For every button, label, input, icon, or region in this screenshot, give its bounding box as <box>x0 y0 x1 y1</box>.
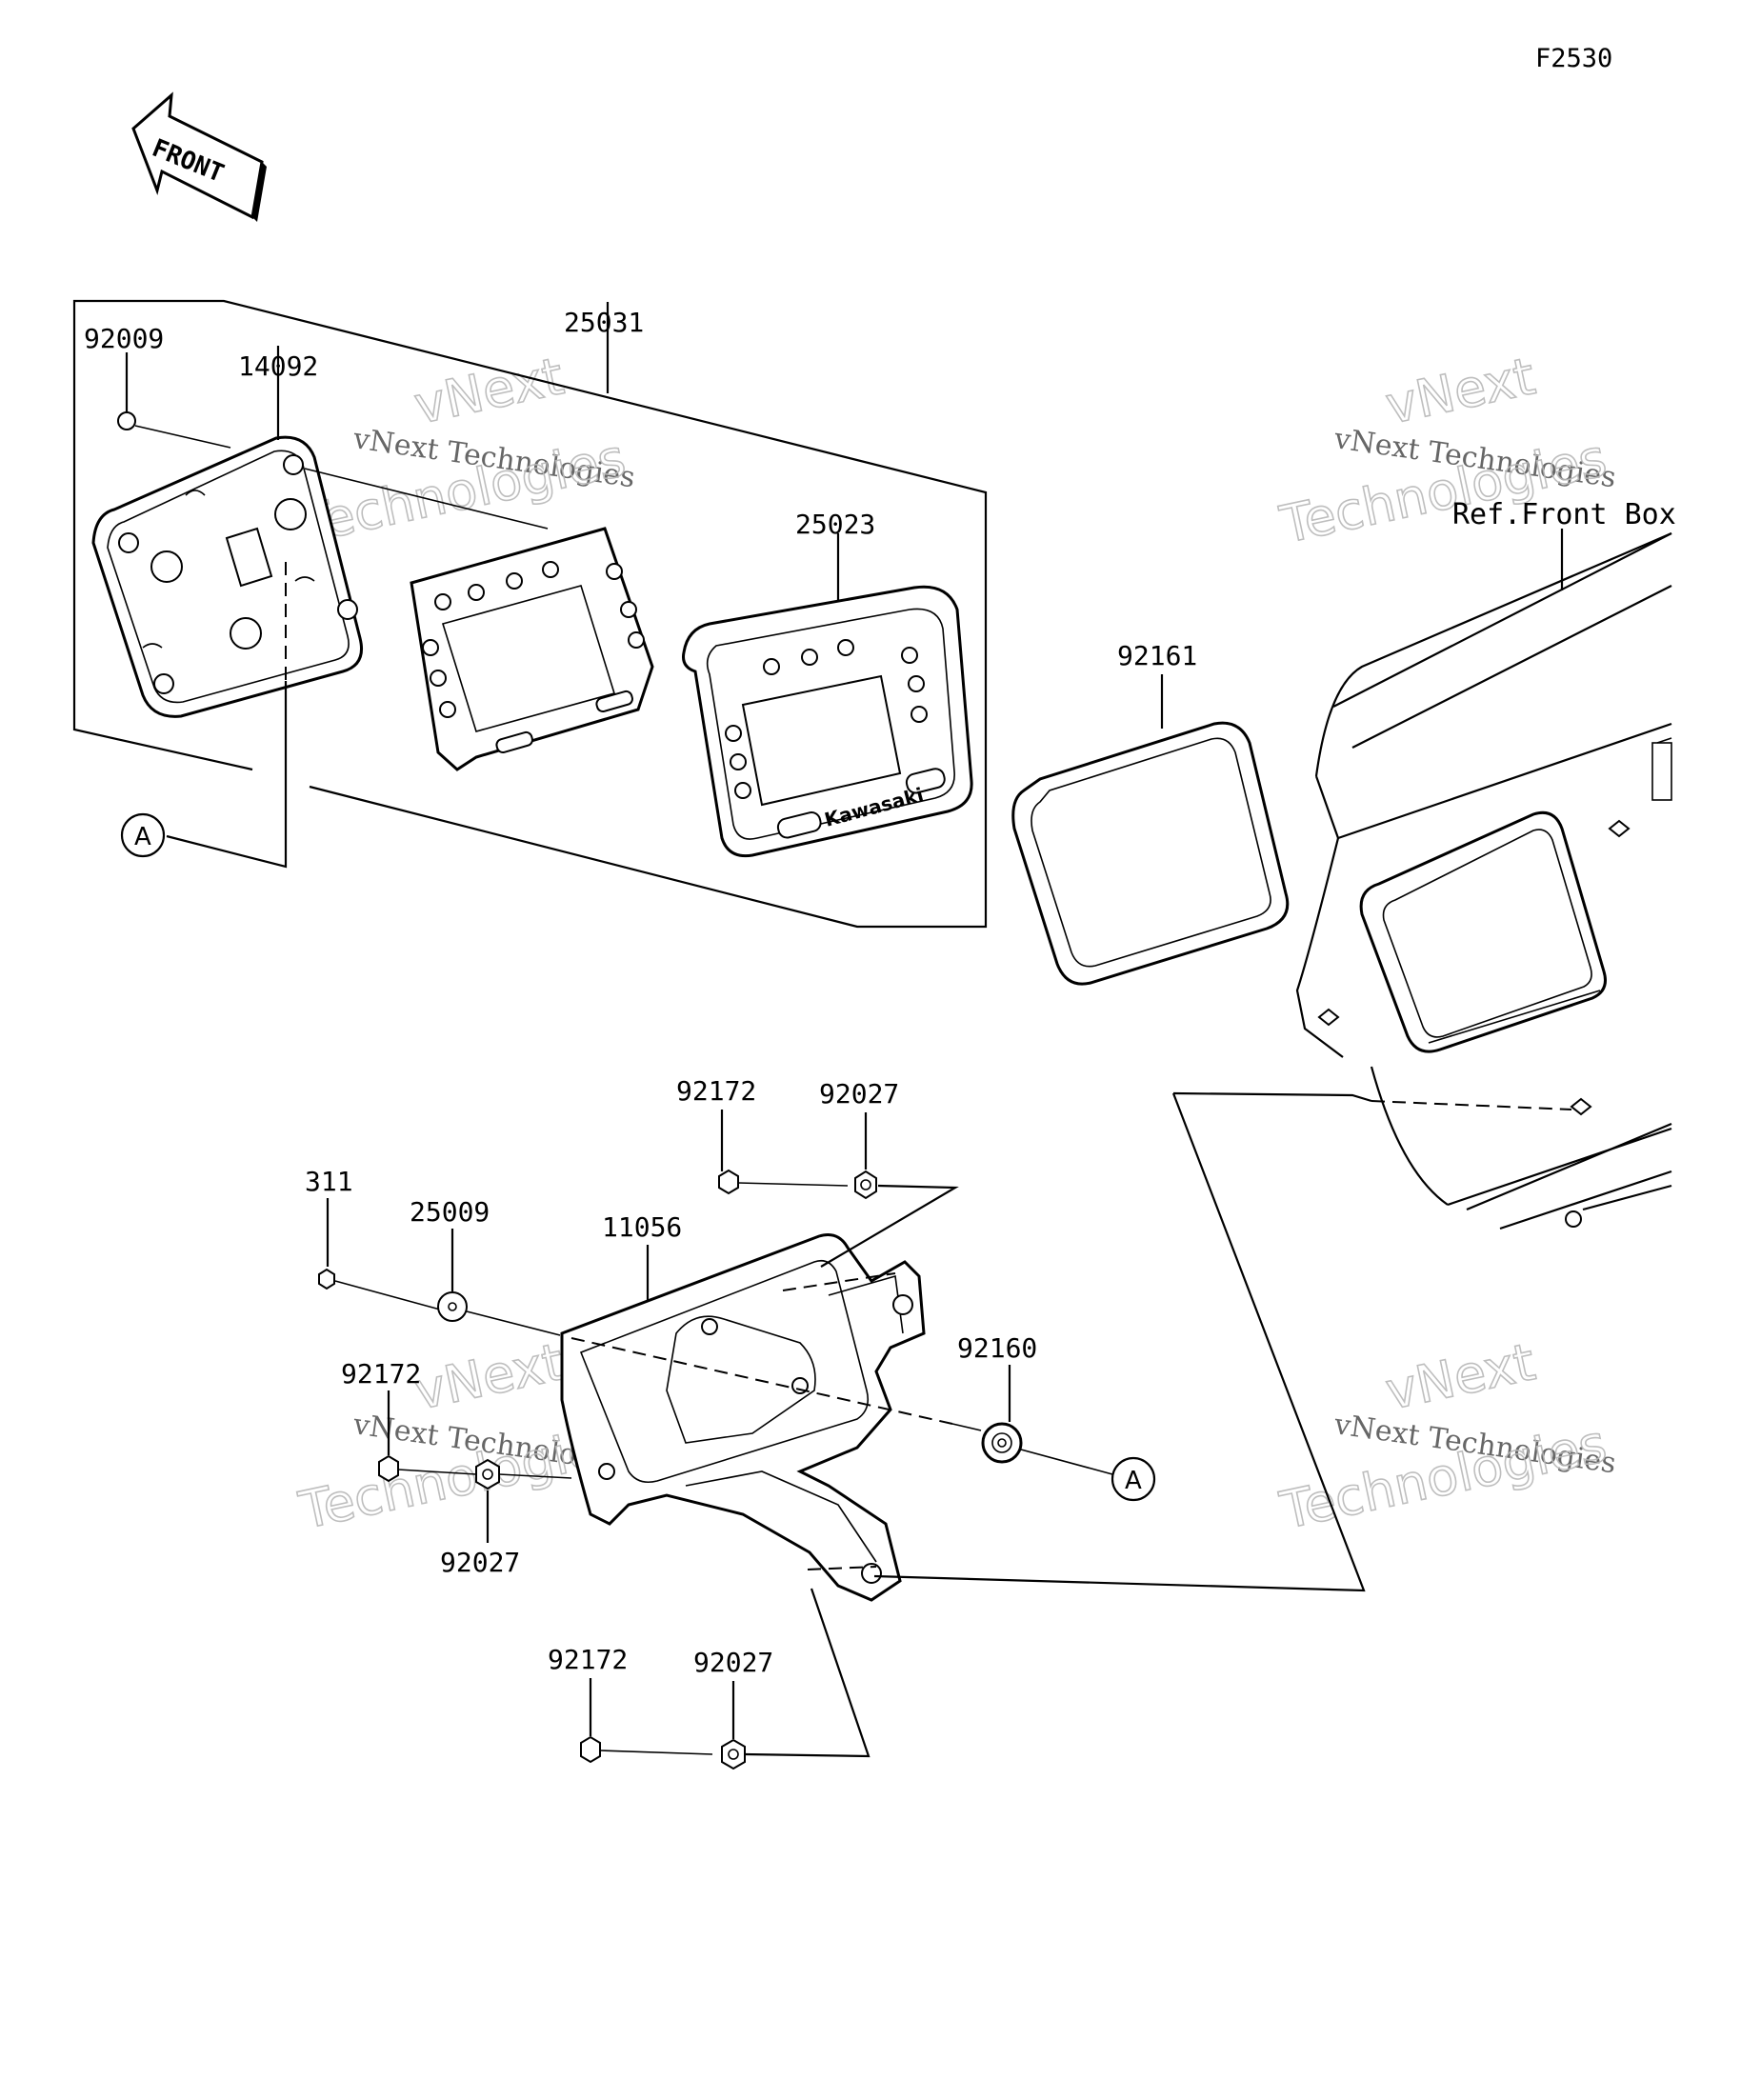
connector-A-right <box>1111 1456 1156 1502</box>
connector-A-left <box>120 812 166 858</box>
ref-front-box-label: Ref.Front Box <box>1452 498 1676 531</box>
mount-bracket-11056 <box>560 1233 926 1602</box>
callout-25009[interactable]: 25009 <box>410 1196 490 1228</box>
callout-25023[interactable]: 25023 <box>795 509 875 540</box>
watermark-bottom-right: vNext vNext Technologies Technologies <box>1274 1330 1618 1541</box>
callout-311[interactable]: 311 <box>305 1166 353 1197</box>
callout-92160[interactable]: 92160 <box>957 1332 1037 1364</box>
connector-A-right-label: A <box>1125 1467 1142 1495</box>
inner-display-board <box>410 527 654 771</box>
svg-text:vNext: vNext <box>410 346 569 435</box>
bolt-92172-bottom <box>580 1735 713 1764</box>
screw-92009 <box>117 411 549 530</box>
callout-25031[interactable]: 25031 <box>564 307 644 338</box>
washer-25009 <box>437 1291 982 1431</box>
meter-housing-25023: Kawasaki <box>682 585 973 858</box>
seal-92161 <box>1011 721 1290 986</box>
callout-92009[interactable]: 92009 <box>84 323 164 354</box>
assembly-outline-25031 <box>72 299 988 929</box>
callout-11056[interactable]: 11056 <box>602 1211 682 1243</box>
front-box-reference <box>1295 531 1672 1230</box>
bolt-92172-top <box>718 1169 849 1195</box>
callout-92027-bottom[interactable]: 92027 <box>693 1647 773 1678</box>
svg-text:vNext: vNext <box>1381 1331 1540 1421</box>
diagram-code: F2530 <box>1535 44 1612 73</box>
nut-311 <box>318 1268 441 1310</box>
nut-92027-top <box>782 1170 959 1291</box>
svg-text:vNext: vNext <box>1381 346 1540 435</box>
callout-14092[interactable]: 14092 <box>238 350 318 382</box>
callout-92172-top[interactable]: 92172 <box>676 1075 756 1107</box>
nut-92027-mid <box>475 1458 572 1490</box>
svg-text:vNext: vNext <box>410 1331 569 1421</box>
nut-92027-bottom <box>721 1566 877 1770</box>
callout-92027-mid[interactable]: 92027 <box>440 1547 520 1578</box>
bolt-92172-mid <box>378 1454 477 1483</box>
callout-92027-top[interactable]: 92027 <box>819 1078 899 1110</box>
callout-92172-bottom[interactable]: 92172 <box>548 1644 628 1675</box>
front-arrow-icon: FRONT <box>131 91 267 222</box>
connector-A-left-label: A <box>134 823 151 851</box>
alignment-line-front-box <box>1172 1091 1372 1103</box>
leader-A-left <box>166 681 288 869</box>
callout-92161[interactable]: 92161 <box>1117 640 1197 671</box>
rear-cover-14092 <box>91 435 363 718</box>
watermark-top-left: vNext vNext Technologies Technologies <box>293 345 637 555</box>
callout-92172-mid[interactable]: 92172 <box>341 1358 421 1390</box>
grommet-92160 <box>981 1422 1113 1475</box>
